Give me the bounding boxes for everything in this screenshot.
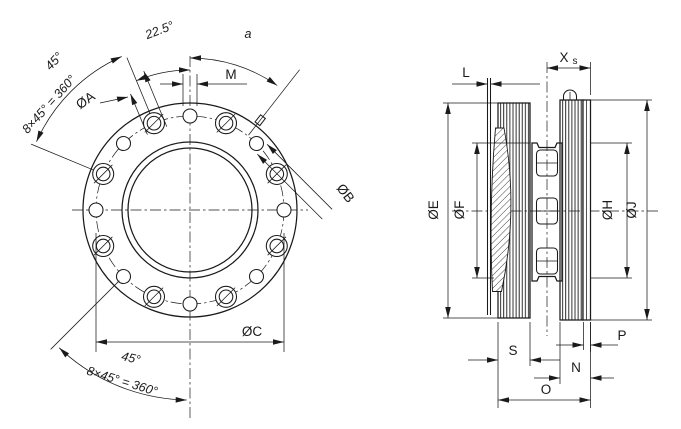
dim-label-45-upper: 45° xyxy=(43,50,66,73)
dim-label-dia-h: ØH xyxy=(600,200,615,220)
dim-n: N xyxy=(534,322,614,384)
dim-label-m: M xyxy=(225,67,236,82)
center-bolt-blocks xyxy=(535,149,559,275)
dim-label-8x45-upper: 8×45° = 360° xyxy=(19,72,78,136)
dim-label-a: a xyxy=(245,27,252,41)
dim-pattern-upper: 45° 8×45° = 360° xyxy=(19,50,122,142)
small-bolt-holes xyxy=(88,108,292,312)
flange-outer-circle xyxy=(82,102,298,318)
dim-label-dia-a: ØA xyxy=(73,89,98,112)
dim-s: S xyxy=(468,322,560,366)
disc-pack-section xyxy=(490,127,512,292)
dim-label-dia-f: ØF xyxy=(452,201,467,220)
dim-dia-c: ØC xyxy=(95,233,285,352)
radial-157 xyxy=(30,143,94,171)
dim-dia-h: ØH xyxy=(591,142,632,279)
dim-dia-e: ØE xyxy=(426,102,498,319)
dim-l: L xyxy=(452,65,540,87)
dim-label-dia-j: ØJ xyxy=(624,201,639,218)
bore-ring-inner xyxy=(127,147,253,273)
dim-dia-f: ØF xyxy=(452,142,530,279)
bore-ring-outer xyxy=(121,141,259,279)
dim-label-xs: X xyxy=(559,50,568,65)
dim-label-o: O xyxy=(541,382,552,397)
right-hub xyxy=(559,99,584,321)
dim-label-45-lower: 45° xyxy=(120,349,142,367)
dim-p: P xyxy=(556,322,627,352)
dim-angle-22-5: 22.5° xyxy=(136,18,191,82)
radial-112 xyxy=(126,57,151,114)
dim-label-s: S xyxy=(508,343,517,358)
dim-label-dia-b: ØB xyxy=(334,181,358,206)
dim-label-dia-c: ØC xyxy=(242,324,263,339)
dim-label-8x45-lower: 8×45° = 360° xyxy=(85,364,159,399)
dim-dia-j: ØJ xyxy=(591,99,652,321)
dim-pattern-lower: 45° 8×45° = 360° xyxy=(50,280,187,403)
front-view: M 22.5° 45° 8×45° = 360° ØA a xyxy=(19,18,357,420)
dim-label-dia-e: ØE xyxy=(426,200,441,220)
dim-label-p: P xyxy=(617,328,626,343)
dim-xs: X s xyxy=(547,50,591,95)
dim-label-xs-sub: s xyxy=(573,56,578,67)
dim-label-l: L xyxy=(462,65,470,80)
side-view: L X s ØE ØF ØH xyxy=(426,50,658,408)
dim-m: M xyxy=(160,67,247,106)
dim-label-22-5: 22.5° xyxy=(142,18,175,42)
rim-notch xyxy=(254,114,267,127)
dim-angle-a: a xyxy=(189,27,300,136)
dim-label-n: N xyxy=(571,360,581,375)
grease-fitting xyxy=(562,89,578,100)
dim-o: O xyxy=(497,322,591,408)
